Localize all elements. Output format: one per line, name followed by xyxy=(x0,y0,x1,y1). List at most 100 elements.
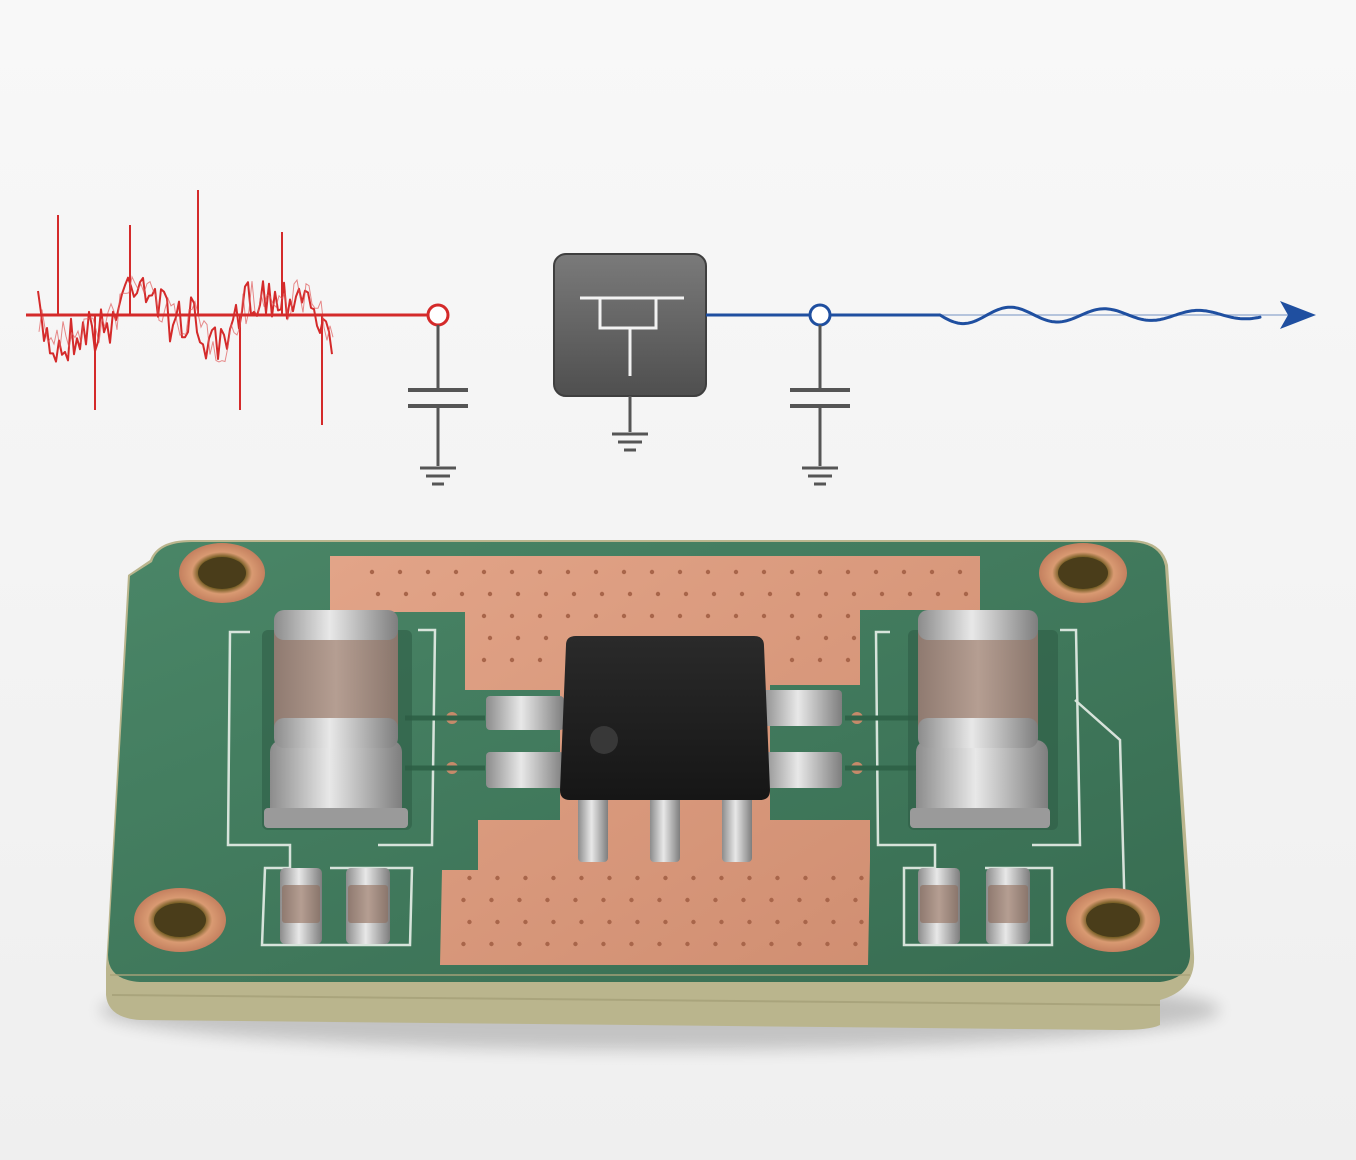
mounting-hole-top-left xyxy=(179,543,265,603)
via xyxy=(579,875,584,881)
via xyxy=(795,591,801,597)
via xyxy=(859,875,864,881)
via xyxy=(487,635,493,641)
via xyxy=(845,657,851,663)
via xyxy=(467,875,472,881)
via xyxy=(733,569,739,575)
via xyxy=(795,635,801,641)
via xyxy=(515,635,521,641)
via xyxy=(489,941,494,947)
via xyxy=(747,919,752,925)
via xyxy=(621,613,627,619)
via xyxy=(629,897,634,903)
filtered-signal xyxy=(938,305,1290,326)
via xyxy=(495,919,500,925)
via xyxy=(851,635,857,641)
via xyxy=(797,941,802,947)
via xyxy=(677,569,683,575)
via xyxy=(733,613,739,619)
via xyxy=(831,919,836,925)
via xyxy=(761,613,767,619)
copper-vias xyxy=(369,569,969,947)
via xyxy=(629,941,634,947)
output-small-capacitor-2 xyxy=(986,868,1030,944)
via xyxy=(593,613,599,619)
input-bulk-capacitor xyxy=(262,610,412,830)
silkscreen xyxy=(226,628,1127,947)
via xyxy=(859,919,864,925)
via xyxy=(573,897,578,903)
via xyxy=(509,613,515,619)
via xyxy=(627,591,633,597)
via xyxy=(957,569,963,575)
via xyxy=(817,569,823,575)
via xyxy=(523,875,528,881)
via xyxy=(963,591,969,597)
via xyxy=(551,875,556,881)
via xyxy=(571,591,577,597)
input-cap-ground xyxy=(420,466,456,486)
via xyxy=(453,569,459,575)
mounting-hole-bottom-left xyxy=(134,888,226,952)
output-capacitor xyxy=(790,325,850,466)
via xyxy=(607,919,612,925)
via xyxy=(677,613,683,619)
via xyxy=(775,875,780,881)
via xyxy=(705,613,711,619)
via xyxy=(517,897,522,903)
via xyxy=(935,591,941,597)
via xyxy=(545,941,550,947)
via xyxy=(425,569,431,575)
via xyxy=(543,591,549,597)
via xyxy=(403,591,409,597)
via xyxy=(685,897,690,903)
via xyxy=(375,591,381,597)
pcb-board xyxy=(100,540,1220,1050)
via xyxy=(517,941,522,947)
via xyxy=(635,875,640,881)
input-small-capacitor-1 xyxy=(280,868,322,944)
via xyxy=(853,897,858,903)
input-capacitor xyxy=(408,325,468,466)
arrow-right-icon xyxy=(1280,301,1316,329)
via xyxy=(741,897,746,903)
via xyxy=(537,613,543,619)
via xyxy=(565,613,571,619)
via xyxy=(775,919,780,925)
via xyxy=(573,941,578,947)
via xyxy=(803,919,808,925)
output-cap-ground xyxy=(802,466,838,486)
via xyxy=(719,919,724,925)
via xyxy=(741,941,746,947)
via xyxy=(789,569,795,575)
via xyxy=(823,635,829,641)
via xyxy=(817,657,823,663)
traces xyxy=(405,715,918,771)
via xyxy=(739,591,745,597)
via xyxy=(369,569,375,575)
via xyxy=(545,897,550,903)
noisy-signal xyxy=(37,190,334,425)
via xyxy=(711,591,717,597)
via xyxy=(767,591,773,597)
via xyxy=(461,897,466,903)
via xyxy=(655,591,661,597)
via xyxy=(789,613,795,619)
via xyxy=(543,635,549,641)
ic-right-leads xyxy=(762,690,842,788)
via xyxy=(929,569,935,575)
via xyxy=(691,919,696,925)
via xyxy=(607,875,612,881)
via xyxy=(599,591,605,597)
via xyxy=(467,919,472,925)
via xyxy=(509,569,515,575)
via xyxy=(845,569,851,575)
input-node xyxy=(426,303,450,327)
mounting-hole-bottom-right xyxy=(1066,888,1160,952)
via xyxy=(481,657,487,663)
via xyxy=(537,569,543,575)
output-small-capacitor-1 xyxy=(918,868,960,944)
via xyxy=(515,591,521,597)
via xyxy=(601,941,606,947)
